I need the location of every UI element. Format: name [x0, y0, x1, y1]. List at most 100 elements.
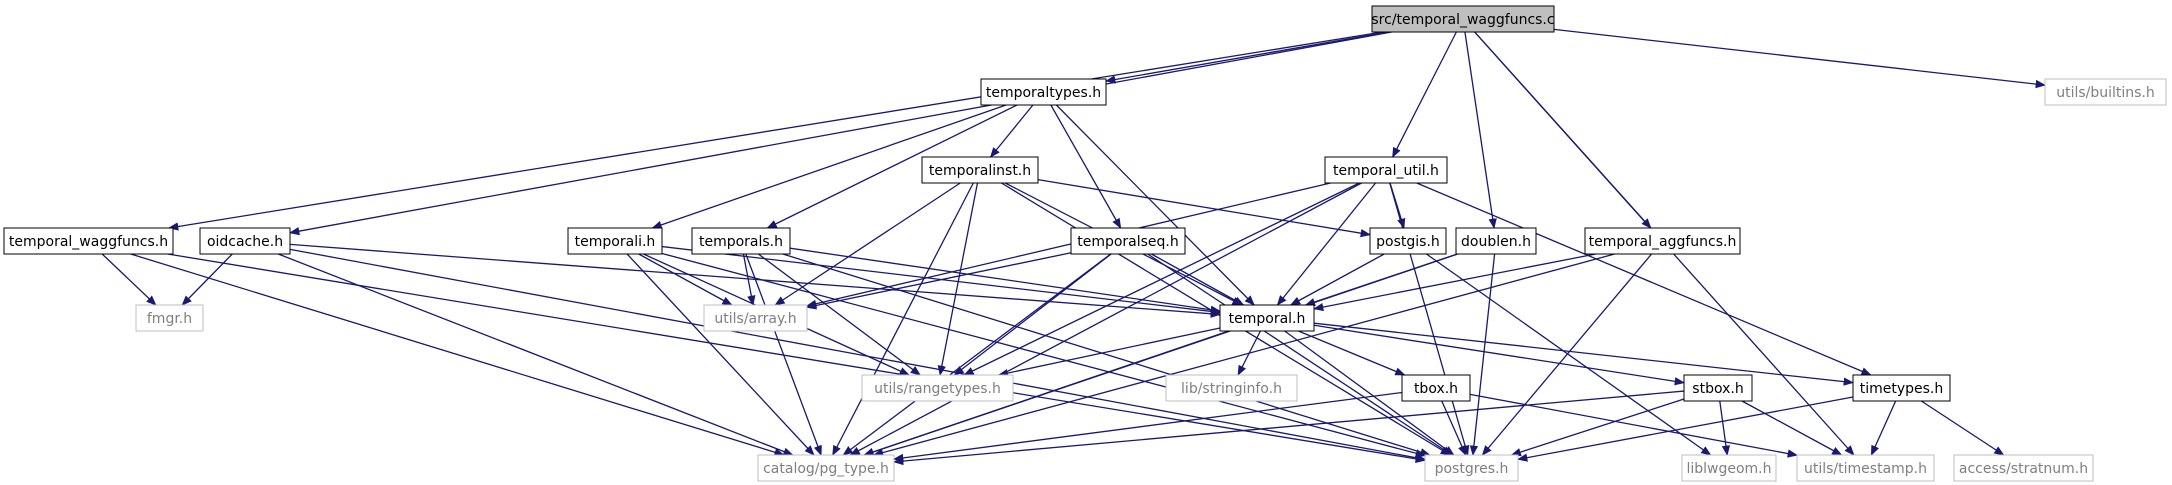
node-label: access/stratnum.h	[1959, 461, 2088, 477]
node-root[interactable]: src/temporal_waggfuncs.c	[1371, 5, 1555, 33]
node-timetypes[interactable]: timetypes.h	[1852, 374, 1951, 402]
node-box	[1424, 454, 1519, 482]
node-box	[1852, 374, 1951, 402]
node-rangetypes: utils/rangetypes.h	[861, 374, 1014, 402]
edge-temporal_util-to-rangetypes	[963, 182, 1360, 376]
node-temporali[interactable]: temporali.h	[567, 227, 663, 255]
nodes: src/temporal_waggfuncs.c temporaltypes.h u…	[3, 5, 2167, 482]
node-box	[1455, 227, 1537, 255]
edge-temporali-to-array	[638, 253, 733, 306]
edge-temporal-to-postgres	[1284, 330, 1455, 456]
node-box	[2044, 78, 2167, 106]
edge-oidcache-to-fmgr	[181, 253, 233, 306]
node-label: temporal.h	[1229, 311, 1306, 327]
node-stbox[interactable]: stbox.h	[1683, 374, 1753, 402]
node-label: utils/timestamp.h	[1804, 461, 1927, 477]
node-temporal-waggfuncs-h[interactable]: temporal_waggfuncs.h	[3, 227, 174, 255]
node-box	[1324, 156, 1448, 184]
edge-tbox-to-pg_type	[892, 391, 1403, 462]
edge-temporalinst-to-postgis	[1037, 178, 1372, 238]
edge-temporal_aggfuncs-to-pg_type	[872, 253, 1615, 457]
node-stringinfo: lib/stringinfo.h	[1165, 374, 1298, 402]
edge-temporal_waggfuncs_h-to-fmgr	[101, 253, 157, 306]
node-temporal-util[interactable]: temporal_util.h	[1324, 156, 1448, 184]
edge-temporal_util-to-pg_type	[849, 182, 1362, 456]
edge-temporals-to-pg_type	[745, 253, 822, 456]
edge-doublen-to-postgres	[1469, 253, 1496, 457]
edge-temporaltypes-to-temporals	[766, 104, 1018, 229]
edge-timetypes-to-stratnum	[1920, 400, 2005, 456]
edge-temporal-to-stringinfo	[1237, 330, 1261, 376]
node-tbox[interactable]: tbox.h	[1401, 374, 1471, 402]
node-box	[199, 227, 291, 255]
node-label: liblwgeom.h	[1686, 461, 1771, 477]
edge-temporalseq-to-postgres	[1147, 253, 1453, 456]
edge-temporalinst-to-pg_type	[832, 182, 974, 456]
node-doublen[interactable]: doublen.h	[1455, 227, 1537, 255]
node-box	[135, 304, 204, 332]
edge-tbox-to-postgres	[1441, 400, 1467, 456]
edge-temporalseq-to-pg_type	[842, 253, 1112, 456]
edge-root-to-builtins	[1553, 28, 2047, 89]
node-box	[757, 454, 895, 482]
edge-temporalseq-to-temporal	[1151, 253, 1245, 306]
node-label: utils/builtins.h	[2056, 85, 2155, 101]
node-box	[3, 227, 174, 255]
edges	[101, 28, 2047, 466]
node-postgis[interactable]: postgis.h	[1369, 227, 1447, 255]
node-label: doublen.h	[1461, 234, 1531, 250]
edge-temporal_waggfuncs_h-to-postgres	[167, 253, 1427, 463]
node-temporal-aggfuncs[interactable]: temporal_aggfuncs.h	[1584, 227, 1741, 255]
node-label: temporaltypes.h	[986, 85, 1101, 101]
node-temporals[interactable]: temporals.h	[691, 227, 791, 255]
node-box	[861, 374, 1014, 402]
node-label: src/temporal_waggfuncs.c	[1371, 12, 1554, 28]
edge-stbox-to-timestamp	[1741, 400, 1843, 456]
node-temporaltypes[interactable]: temporaltypes.h	[980, 78, 1107, 106]
node-label: postgis.h	[1376, 234, 1440, 250]
node-temporalseq[interactable]: temporalseq.h	[1070, 227, 1186, 255]
edge-temporaltypes-to-temporali	[651, 104, 1007, 229]
node-box	[921, 156, 1039, 184]
node-box	[1953, 454, 2094, 482]
node-box	[980, 78, 1107, 106]
node-box	[1369, 227, 1447, 255]
edge-timetypes-to-timestamp	[1870, 400, 1897, 456]
edge-temporal-to-timetypes	[1313, 322, 1855, 386]
edge-temporaltypes-to-temporalseq	[1050, 104, 1122, 229]
edge-oidcache-to-postgres	[289, 248, 1427, 462]
node-array: utils/array.h	[703, 304, 808, 332]
node-box	[1681, 454, 1777, 482]
edge-root-to-temporal_util	[1392, 31, 1457, 158]
edge-oidcache-to-pg_type	[278, 253, 794, 456]
node-label: fmgr.h	[147, 311, 192, 327]
edge-temporal_aggfuncs-to-temporal	[1312, 253, 1596, 312]
edge-temporalseq-to-array	[805, 252, 1072, 310]
edge-root-to-doublen	[1464, 31, 1497, 230]
edge-postgis-to-temporal	[1289, 253, 1385, 306]
node-oidcache[interactable]: oidcache.h	[199, 227, 291, 255]
node-box	[1165, 374, 1298, 402]
edge-temporal_aggfuncs-to-postgres	[1481, 253, 1653, 456]
node-label: postgres.h	[1435, 461, 1509, 477]
node-temporal[interactable]: temporal.h	[1219, 304, 1315, 332]
edge-temporaltypes-to-temporal	[1055, 104, 1255, 306]
node-box	[1219, 304, 1315, 332]
node-label: temporals.h	[699, 234, 783, 250]
node-label: tbox.h	[1414, 381, 1458, 397]
edge-stbox-to-postgres	[1510, 398, 1685, 457]
edge-temporals-to-temporal	[789, 247, 1222, 314]
edge-timetypes-to-postgres	[1516, 396, 1854, 462]
node-temporalinst[interactable]: temporalinst.h	[921, 156, 1039, 184]
node-box	[1070, 227, 1186, 255]
node-liblwgeom: liblwgeom.h	[1681, 454, 1777, 482]
node-label: utils/array.h	[714, 311, 796, 327]
node-box	[1683, 374, 1753, 402]
node-label: temporali.h	[575, 234, 656, 250]
node-label: oidcache.h	[207, 234, 283, 250]
node-pg-type: catalog/pg_type.h	[757, 454, 895, 482]
edge-temporali-to-postgres	[661, 252, 1427, 458]
node-box	[1401, 374, 1471, 402]
node-label: temporal_util.h	[1333, 163, 1439, 179]
